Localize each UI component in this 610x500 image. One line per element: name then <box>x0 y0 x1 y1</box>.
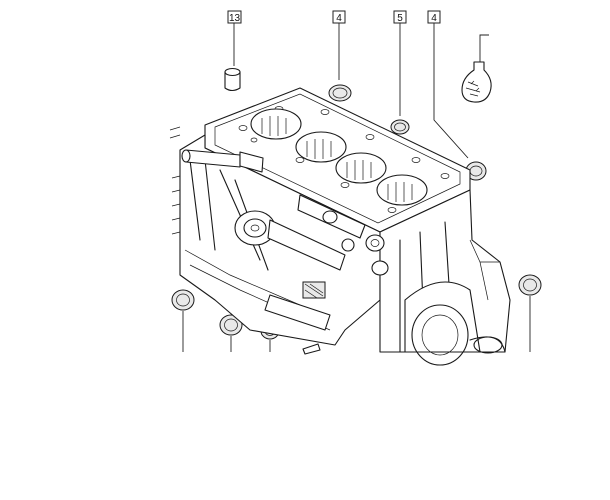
core-plug-top-right <box>465 161 487 181</box>
rear-flange <box>404 281 506 366</box>
core-plug-bottom-1 <box>171 289 195 352</box>
small-bolt <box>302 343 321 355</box>
callout-13-label: 13 <box>229 13 241 24</box>
deck-bolt-holes <box>238 106 450 213</box>
callout-5-label: 5 <box>397 13 403 24</box>
core-plug-5 <box>390 119 410 135</box>
oil-filter-mount <box>234 210 276 246</box>
callout-5: 5 <box>393 10 407 116</box>
callout-13: 13 <box>227 10 242 66</box>
dowel-sleeve <box>224 67 241 92</box>
core-plug-top-left <box>328 84 352 102</box>
engine-block <box>169 87 511 366</box>
callout-4-right-label: 4 <box>431 13 437 24</box>
core-plug-bottom-2 <box>219 314 243 352</box>
callout-4-right: 4 <box>427 10 469 159</box>
callout-4-left-label: 4 <box>336 13 342 24</box>
cylinder-bores <box>250 108 428 206</box>
core-plug-right <box>518 274 542 352</box>
sealant-tube-icon <box>461 34 492 103</box>
callout-4-left: 4 <box>332 10 346 80</box>
